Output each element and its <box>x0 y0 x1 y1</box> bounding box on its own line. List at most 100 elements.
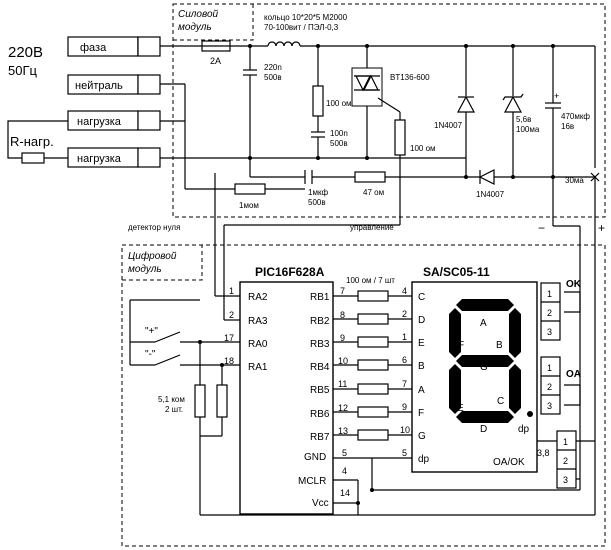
mcu-pin-name: RB2 <box>310 316 330 327</box>
gate-r-value: 100 ом <box>410 144 436 153</box>
c1-voltage: 500в <box>264 73 282 82</box>
mains-frequency: 50Гц <box>8 63 37 78</box>
choke <box>267 41 301 47</box>
mcu-pin-name: MCLR <box>298 476 326 487</box>
button-minus-label: "-" <box>145 349 156 360</box>
c1-value: 220n <box>264 63 282 72</box>
common-jumper-pin: 3 <box>563 475 568 485</box>
triac-label: BT136-600 <box>390 73 430 82</box>
mcu-pin-num: 12 <box>338 403 348 413</box>
load-resistor <box>21 152 45 164</box>
display-pin-num: 9 <box>402 402 407 412</box>
mcu-left-pins: 1 RA2 2 RA3 17 RA0 18 RA1 <box>224 286 268 373</box>
terminal-neutral-label: нейтраль <box>75 80 123 92</box>
zero-detector-resistor <box>234 183 266 195</box>
pulldown-count: 2 шт. <box>165 405 183 414</box>
mcu-pin-name: RA2 <box>248 292 268 303</box>
display-pin-num: 4 <box>402 286 407 296</box>
segment-d <box>456 411 514 423</box>
display-pin-name: dp <box>418 454 430 465</box>
jumper-oa-pin: 3 <box>547 401 552 411</box>
power-module-title-box <box>173 4 254 41</box>
terminal-load-2-label: нагрузка <box>77 153 122 165</box>
choke-spec-2: 70-100вит / ПЭЛ-0,3 <box>264 23 339 32</box>
snubber-resistor <box>312 85 324 117</box>
load-label: R-нагр. <box>10 134 54 149</box>
common-jumper-pin: 2 <box>563 456 568 466</box>
power-module-title-2: модуль <box>178 22 212 33</box>
display-pins: 4 C 2 D 1 E 6 B 7 A 9 F 10 G 5 dp <box>400 286 430 465</box>
display-pin-num: 5 <box>402 448 407 458</box>
mcu-pin-num: 9 <box>340 333 345 343</box>
common-jumper-pin: 1 <box>563 437 568 447</box>
gate-resistor <box>394 119 406 156</box>
mcu-pin-num: 5 <box>342 448 347 458</box>
mcu-pin-num: 14 <box>340 488 350 498</box>
power-module-title-1: Силовой <box>178 9 219 20</box>
mcu-pin-num: 13 <box>338 426 348 436</box>
segment-b <box>509 308 521 358</box>
seg-label-b: B <box>496 340 503 351</box>
display-pin-name: C <box>418 292 425 303</box>
mcu-pin-num: 17 <box>224 333 234 343</box>
digital-module-title-2: модуль <box>128 264 162 275</box>
button-minus <box>154 354 181 366</box>
display-pin-name: D <box>418 315 425 326</box>
mcu-pin-num: 18 <box>224 356 234 366</box>
button-plus <box>154 331 181 343</box>
segment-c <box>509 364 521 414</box>
zener-diode <box>504 95 522 113</box>
seg-label-c: C <box>497 396 504 407</box>
segment-e <box>449 364 461 414</box>
mcu-pin-name: RB3 <box>310 339 330 350</box>
zener-current: 100ма <box>516 125 540 134</box>
zero-detector-label: детектор нуля <box>128 223 180 232</box>
control-label: управление <box>350 223 394 232</box>
snubber-c-value: 100n <box>330 129 348 138</box>
terminal-phase-label: фаза <box>80 42 107 54</box>
common-label: OA/OK <box>493 457 525 468</box>
mcu-pin-name: RB1 <box>310 292 330 303</box>
digit-segments <box>449 299 533 423</box>
mcu-chip <box>239 281 334 515</box>
display-pin-name: G <box>418 431 426 442</box>
triac <box>351 67 383 107</box>
common-pins: 3,8 <box>537 448 550 458</box>
mcu-pin-name: RA1 <box>248 362 268 373</box>
segment-g <box>456 355 514 367</box>
mcu-label: PIC16F628A <box>255 265 325 279</box>
drop-cap-value: 1мкф <box>308 188 328 197</box>
pulldown-resistor-2 <box>216 384 228 418</box>
jumper-ok <box>540 282 561 341</box>
mcu-pin-num: 11 <box>338 379 347 389</box>
resistor-array-label: 100 ом / 7 шт <box>346 276 395 285</box>
jumper-ok-pin: 3 <box>547 327 552 337</box>
jumper-oa-label: OA <box>566 369 581 380</box>
mcu-pin-num: 10 <box>338 356 348 366</box>
common-jumper <box>556 430 577 489</box>
mcu-pin-num: 4 <box>342 466 347 476</box>
mcu-right-pins: RB1 7 RB2 8 RB3 9 RB4 10 RB5 11 RB6 12 R… <box>298 286 350 509</box>
mcu-pin-name: GND <box>304 452 326 463</box>
current-note: 30ма <box>565 176 584 185</box>
seg-label-d: D <box>480 424 487 435</box>
display-pin-num: 7 <box>402 379 407 389</box>
segment-dp <box>527 411 533 417</box>
jumper-oa <box>540 356 561 415</box>
jumper-oa-pin: 2 <box>547 382 552 392</box>
jumper-ok-label: OK <box>566 279 582 290</box>
resistor-array <box>357 290 389 441</box>
seg-label-a: A <box>480 318 487 329</box>
snubber-r-value: 100 ом <box>326 99 352 108</box>
button-plus-label: "+" <box>145 326 158 337</box>
mcu-pin-name: RB6 <box>310 409 330 420</box>
display-pin-name: A <box>418 385 425 396</box>
snubber-c-voltage: 500в <box>330 139 348 148</box>
drop-resistor <box>354 171 386 183</box>
choke-spec-1: кольцо 10*20*5 М2000 <box>264 13 348 22</box>
jumper-oa-pin: 1 <box>547 363 552 373</box>
drop-r-value: 47 ом <box>363 188 384 197</box>
display-pin-num: 2 <box>402 309 407 319</box>
digital-module-title-1: Цифровой <box>128 250 177 262</box>
filter-cap-value: 470мкф <box>561 112 590 121</box>
